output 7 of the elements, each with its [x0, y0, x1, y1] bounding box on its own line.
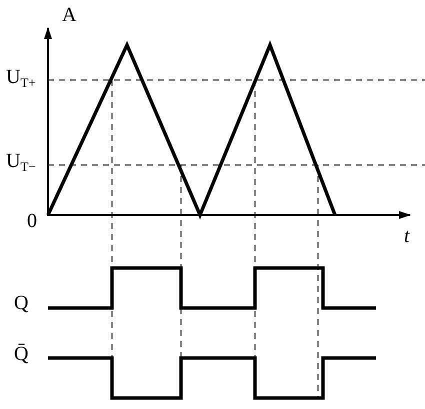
axis-label: A: [62, 4, 76, 26]
axis-label: t: [404, 225, 410, 247]
signal-label: Q̄: [14, 343, 28, 365]
signal-label: Q: [14, 292, 28, 314]
threshold-label: U$_{T+}$: [6, 66, 36, 92]
origin-label: 0: [27, 210, 37, 232]
threshold-label: U$_{T−}$: [6, 150, 36, 176]
